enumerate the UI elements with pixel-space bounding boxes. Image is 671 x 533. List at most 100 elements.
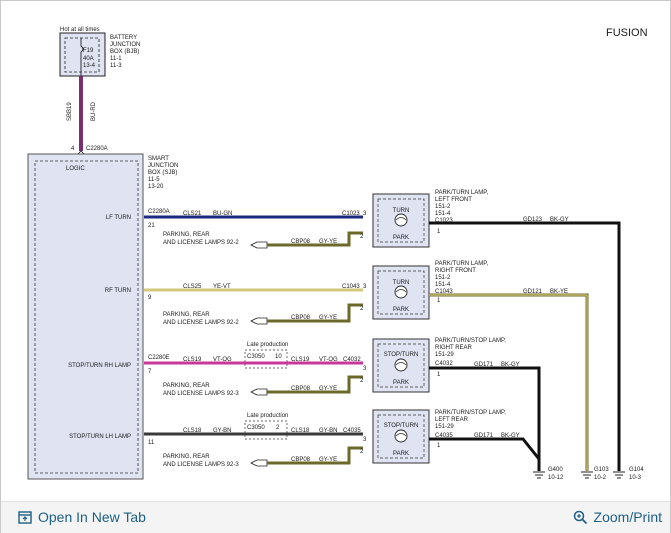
sjb-inner-box [34, 160, 139, 474]
rh-circuit2: CLS19 [291, 357, 310, 363]
bulb-filament [395, 289, 407, 293]
bulb-icon [394, 429, 408, 443]
rf-circuit: CLS25 [183, 284, 202, 290]
lamp-lf-top: TURN [393, 208, 410, 214]
sjb-line: SMART [148, 156, 169, 162]
lf-ground-wire [429, 221, 621, 471]
park-line2: AND LICENSE LAMPS 92-2 [163, 320, 239, 326]
lf-pin: 21 [148, 223, 155, 229]
rh-late: Late production [247, 342, 288, 348]
lh-color2: GY-BN [319, 428, 337, 434]
lamp-rf-inner [377, 270, 425, 315]
lf-turn-label: LF TURN [106, 215, 131, 221]
feed-circuit: SBB19 [67, 102, 73, 121]
lamp-line: 151-29 [435, 424, 454, 430]
rh-conn-in: C4032 [343, 357, 361, 363]
lf-circuit: CLS21 [183, 211, 202, 217]
rh-pin: 7 [148, 369, 152, 375]
feed-color: BU-RD [91, 101, 97, 121]
park-color: GY-YE [319, 315, 337, 321]
rr-ground-wire [429, 366, 541, 471]
park-line2: AND LICENSE LAMPS 92-3 [163, 462, 239, 468]
park-wire [267, 231, 363, 247]
sjb-line: 13-20 [148, 184, 164, 190]
fuse-name: F19 [83, 48, 94, 54]
ground-g400: G400 10-12 [533, 467, 564, 481]
lamp-line: 151-4 [435, 211, 451, 217]
ground-name: G104 [629, 467, 644, 473]
rf-turn-label: RF TURN [105, 288, 131, 294]
lamp-line: 151-29 [435, 352, 454, 358]
feed-connector: C2280A [86, 146, 108, 152]
lr-pin1: 1 [437, 443, 441, 449]
lamp-rr-caption: PARK/TURN/STOP LAMP, RIGHT REAR 151-29 [435, 338, 506, 358]
rf-pin3: 3 [363, 284, 367, 290]
rh-circuit1: CLS19 [183, 357, 202, 363]
lamp-rf-caption: PARK/TURN LAMP, RIGHT FRONT 151-2 151-4 … [435, 261, 488, 295]
park-line2: AND LICENSE LAMPS 92-2 [163, 240, 239, 246]
bjb-box [59, 32, 106, 77]
lh-circuit1: CLS18 [183, 428, 202, 434]
lamp-line: 151-2 [435, 204, 451, 210]
lamp-line: LEFT REAR [435, 417, 469, 423]
wiring-diagram: FUSION Hot at all times F19 40A 13-4 BAT… [27, 27, 648, 481]
fuse-ref: 13-4 [83, 63, 96, 69]
bjb-line: 11-3 [110, 63, 122, 69]
lh-pin: 11 [148, 440, 155, 446]
lr-ground-color: BK-GY [501, 433, 520, 439]
rh-inline: C3050 [247, 354, 265, 360]
bjb-line: JUNCTION [110, 42, 140, 48]
rr-ground-circuit: GD171 [474, 362, 494, 368]
park-arrow [250, 317, 268, 325]
ground-g104: G104 10-3 [613, 467, 644, 481]
zoom-print-button[interactable]: Zoom/Print [573, 509, 662, 525]
rr-ground-color: BK-GY [501, 362, 520, 368]
lh-color1: GY-BN [213, 428, 231, 434]
rf-ground-wire [429, 293, 589, 471]
lf-pin2: 2 [360, 234, 364, 240]
lr-ground-circuit: GD171 [474, 433, 494, 439]
bulb-filament [395, 362, 407, 366]
feed-pin: 4 [71, 146, 75, 152]
lamp-lr-top: STOP/TURN [384, 423, 419, 429]
park-line1: PARKING, REAR [163, 383, 210, 389]
rf-ground-color: BK-YE [550, 289, 568, 295]
lamp-lr-caption: PARK/TURN/STOP LAMP, LEFT REAR 151-29 [435, 410, 506, 430]
bulb-icon [394, 285, 408, 299]
lf-pin1: 1 [437, 229, 441, 235]
lh-conn-in: C4035 [343, 428, 361, 434]
park-line1: PARKING, REAR [163, 312, 210, 318]
lamp-rr-top: STOP/TURN [384, 352, 419, 358]
zoom-icon [573, 510, 587, 524]
bjb-line: BATTERY [110, 35, 137, 41]
lf-ground-color: BK-GY [550, 217, 569, 223]
lamp-conn-out: C1023 [435, 218, 453, 224]
lamp-rr-bottom: PARK [393, 380, 409, 386]
rh-color1: VT-OG [213, 357, 232, 363]
lamp-rf-top: TURN [393, 280, 410, 286]
park-line2: AND LICENSE LAMPS 92-3 [163, 391, 239, 397]
lamp-lr-inner [377, 414, 425, 459]
ground-ref: 10-3 [629, 475, 642, 481]
rf-conn-in: C1043 [342, 284, 360, 290]
rf-ground-circuit: GD121 [523, 289, 543, 295]
rf-pin: 9 [148, 295, 152, 301]
lamp-line: 151-4 [435, 282, 451, 288]
fuse-icon [80, 38, 84, 76]
ground-ref: 10-12 [548, 475, 564, 481]
bjb-line: BOX (BJB) [110, 49, 139, 55]
bulb-icon [394, 213, 408, 227]
park-arrow [250, 241, 268, 249]
sjb-caption: SMART JUNCTION BOX (SJB) 11-5 13-20 [148, 156, 178, 190]
open-in-new-tab-button[interactable]: Open In New Tab [18, 509, 146, 525]
lh-pin3: 3 [363, 437, 367, 443]
ground-name: G400 [548, 467, 563, 473]
sjb-line: 11-5 [148, 177, 160, 183]
ground-g103: G103 10-2 [581, 467, 609, 481]
lh-inline: C3050 [247, 425, 265, 431]
rh-label: STOP/TURN RH LAMP [68, 363, 131, 369]
park-line1: PARKING, REAR [163, 454, 210, 460]
lh-inline-pin: 2 [276, 425, 280, 431]
lamp-rr-inner [377, 343, 425, 388]
lamp-line: PARK/TURN/STOP LAMP, [435, 338, 506, 344]
